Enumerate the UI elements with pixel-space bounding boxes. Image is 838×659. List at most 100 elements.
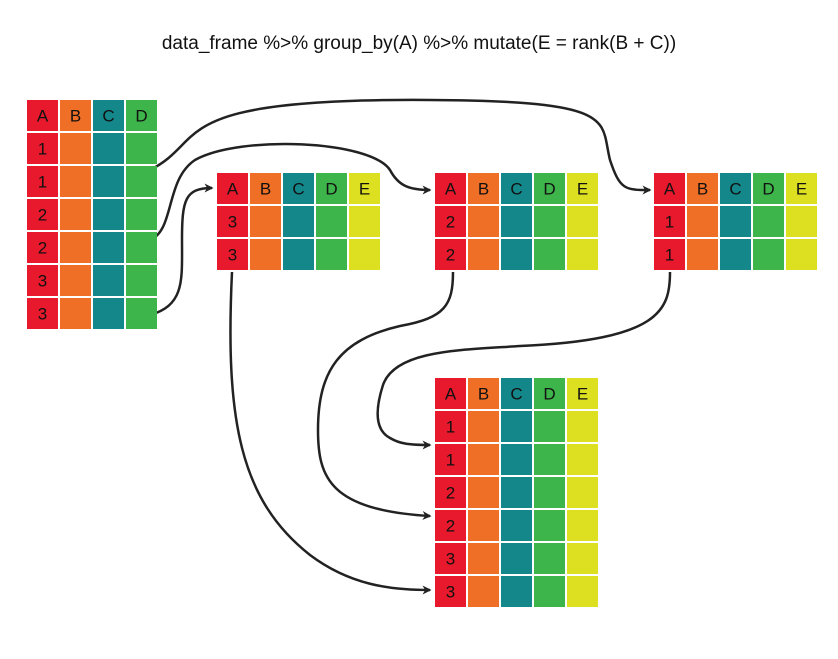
header-label-e: E [796, 180, 807, 199]
arrow-input-3-to-group-3 [149, 183, 214, 317]
group-key-label: 2 [446, 213, 455, 232]
group-key-label: 3 [228, 246, 237, 265]
cell-e [567, 510, 598, 541]
header-cell-c [283, 173, 314, 204]
cell-d [126, 298, 157, 329]
cell-d [534, 206, 565, 237]
header-label-c: C [510, 385, 522, 404]
cell-e [567, 477, 598, 508]
header-cell-d [126, 100, 157, 131]
group-key-label: 3 [446, 550, 455, 569]
cell-e [567, 543, 598, 574]
cell-b [687, 206, 718, 237]
header-label-b: B [697, 180, 708, 199]
cell-d [534, 411, 565, 442]
header-cell-b [468, 173, 499, 204]
diagram-title: data_frame %>% group_by(A) %>% mutate(E … [161, 33, 677, 54]
header-cell-b [468, 378, 499, 409]
cell-a [654, 206, 685, 237]
cell-a [435, 576, 466, 607]
cell-b [468, 444, 499, 475]
group-key-label: 3 [38, 305, 47, 324]
cell-d [126, 166, 157, 197]
header-cell-b [60, 100, 91, 131]
header-label-a: A [664, 180, 676, 199]
header-label-e: E [359, 180, 370, 199]
cell-c [501, 206, 532, 237]
cell-c [93, 133, 124, 164]
header-cell-c [720, 173, 751, 204]
header-label-a: A [37, 107, 49, 126]
cell-a [27, 166, 58, 197]
cell-c [93, 298, 124, 329]
group-key-label: 2 [446, 246, 455, 265]
cell-b [468, 206, 499, 237]
cell-c [93, 199, 124, 230]
cell-a [435, 510, 466, 541]
header-cell-b [250, 173, 281, 204]
cell-c [501, 510, 532, 541]
header-label-a: A [445, 385, 457, 404]
cell-c [501, 543, 532, 574]
header-label-e: E [577, 180, 588, 199]
cell-e [786, 206, 817, 237]
cell-c [501, 239, 532, 270]
cell-d [753, 239, 784, 270]
cell-b [468, 510, 499, 541]
cell-b [60, 133, 91, 164]
cell-a [217, 239, 248, 270]
header-cell-a [27, 100, 58, 131]
header-cell-a [217, 173, 248, 204]
cell-d [534, 477, 565, 508]
cell-b [60, 199, 91, 230]
arrow-group-2-to-output [316, 271, 455, 521]
cell-c [93, 265, 124, 296]
cell-d [534, 576, 565, 607]
header-label-c: C [102, 107, 114, 126]
cell-e [567, 239, 598, 270]
header-cell-c [501, 173, 532, 204]
cell-d [126, 133, 157, 164]
cell-a [435, 411, 466, 442]
group-key-label: 2 [446, 484, 455, 503]
header-label-d: D [543, 180, 555, 199]
cell-a [435, 477, 466, 508]
arrow-input-1-to-group-1 [149, 98, 652, 195]
arrow-group-3-to-output [229, 271, 432, 595]
cell-b [60, 166, 91, 197]
group-key-label: 2 [38, 206, 47, 225]
group-key-label: 1 [38, 173, 47, 192]
cell-e [349, 239, 380, 270]
arrow-group-1-to-output [376, 271, 672, 450]
header-cell-e [567, 173, 598, 204]
cell-a [27, 199, 58, 230]
cell-c [93, 232, 124, 263]
cell-a [27, 298, 58, 329]
cell-a [435, 543, 466, 574]
cell-a [435, 444, 466, 475]
group-key-label: 1 [446, 451, 455, 470]
cell-b [60, 298, 91, 329]
header-label-d: D [325, 180, 337, 199]
header-cell-a [435, 378, 466, 409]
group-key-label: 3 [446, 583, 455, 602]
cell-d [534, 444, 565, 475]
header-cell-c [93, 100, 124, 131]
cell-b [468, 239, 499, 270]
group-key-label: 1 [665, 246, 674, 265]
header-cell-b [687, 173, 718, 204]
cell-d [534, 543, 565, 574]
cell-a [217, 206, 248, 237]
cell-b [250, 206, 281, 237]
header-label-c: C [510, 180, 522, 199]
header-cell-d [316, 173, 347, 204]
group-key-label: 3 [228, 213, 237, 232]
header-cell-c [501, 378, 532, 409]
header-cell-a [435, 173, 466, 204]
